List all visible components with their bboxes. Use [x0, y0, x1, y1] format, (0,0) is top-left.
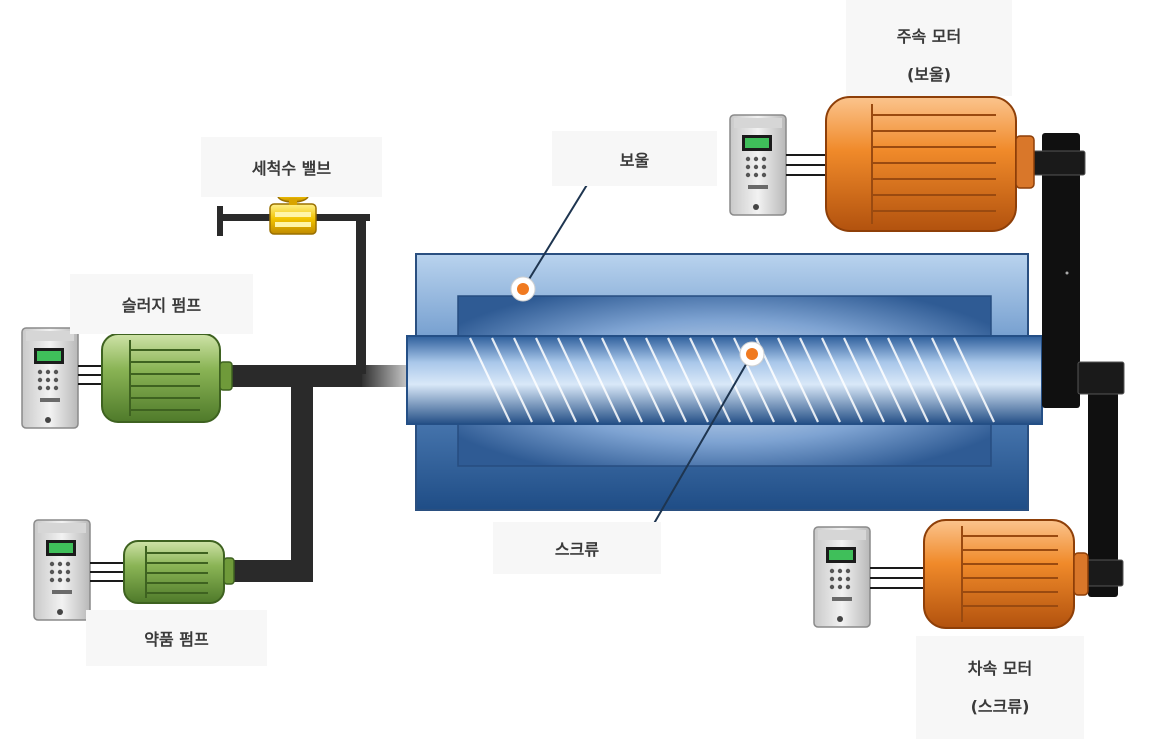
differential-motor-label-line2: (스크류) [970, 697, 1030, 716]
wash-pipe-vertical [356, 214, 366, 374]
chemical-pipe-horizontal [232, 560, 313, 582]
screw-thread [865, 337, 907, 423]
screw-label-text: 스크류 [554, 540, 600, 559]
inverter-wires [78, 154, 926, 589]
screw-marker-icon[interactable] [739, 341, 765, 367]
screw-thread [821, 337, 863, 423]
sludge-pump-inverter-icon[interactable] [21, 327, 79, 429]
screw-thread [799, 337, 841, 423]
screw-thread [931, 337, 973, 423]
chemical-pump-label: 약품 펌프 [86, 610, 267, 666]
chemical-pipe-vertical [291, 387, 313, 582]
screw-thread [491, 337, 533, 423]
main-motor-inverter-icon[interactable] [729, 114, 787, 216]
screw-shaft [406, 335, 1043, 425]
chemical-pump-inverter-icon[interactable] [33, 519, 91, 621]
screw-label: 스크류 [493, 522, 661, 574]
bowl-marker-icon[interactable] [510, 276, 536, 302]
sludge-pipe [232, 365, 362, 387]
differential-motor-label-line1: 차속 모터 [967, 659, 1033, 678]
screw-thread [579, 337, 621, 423]
screw-thread [711, 337, 753, 423]
belt-drive [1032, 133, 1125, 597]
sludge-pump-label: 슬러지 펌프 [70, 274, 253, 334]
bowl-label-text: 보울 [619, 150, 650, 170]
pipes [217, 206, 408, 582]
main-motor-label: 주속 모터 (보울) [846, 0, 1012, 96]
screw-thread [557, 337, 599, 423]
differential-motor-label: 차속 모터 (스크류) [916, 636, 1084, 739]
screw-thread [513, 337, 555, 423]
screw-thread [535, 337, 577, 423]
differential-motor-inverter-icon[interactable] [813, 526, 871, 628]
screw-thread [777, 337, 819, 423]
wash-pipe-cap [217, 206, 223, 236]
screw-thread [843, 337, 885, 423]
main-drive-motor-icon [825, 96, 1035, 232]
sludge-pump-label-text: 슬러지 펌프 [121, 296, 202, 315]
wash-valve-label-text: 세척수 밸브 [251, 159, 332, 178]
sludge-pump-motor-icon [101, 333, 233, 423]
chemical-pump-motor-icon [123, 540, 235, 604]
screw-thread [667, 337, 709, 423]
screw-thread [953, 337, 995, 423]
screw-thread [689, 337, 731, 423]
feed-pipe-fade [360, 365, 408, 387]
screw-thread [623, 337, 665, 423]
screw-thread [909, 337, 951, 423]
main-motor-label-line2: (보울) [906, 65, 952, 84]
screw-thread [601, 337, 643, 423]
screw-thread [469, 337, 511, 423]
main-motor-label-line1: 주속 모터 [896, 27, 962, 46]
differential-drive-motor-icon [923, 519, 1089, 629]
screw-thread [887, 337, 929, 423]
screw-thread [645, 337, 687, 423]
chemical-pump-label-text: 약품 펌프 [144, 630, 209, 649]
bowl-label: 보울 [552, 131, 717, 186]
wash-valve-label: 세척수 밸브 [201, 137, 382, 197]
